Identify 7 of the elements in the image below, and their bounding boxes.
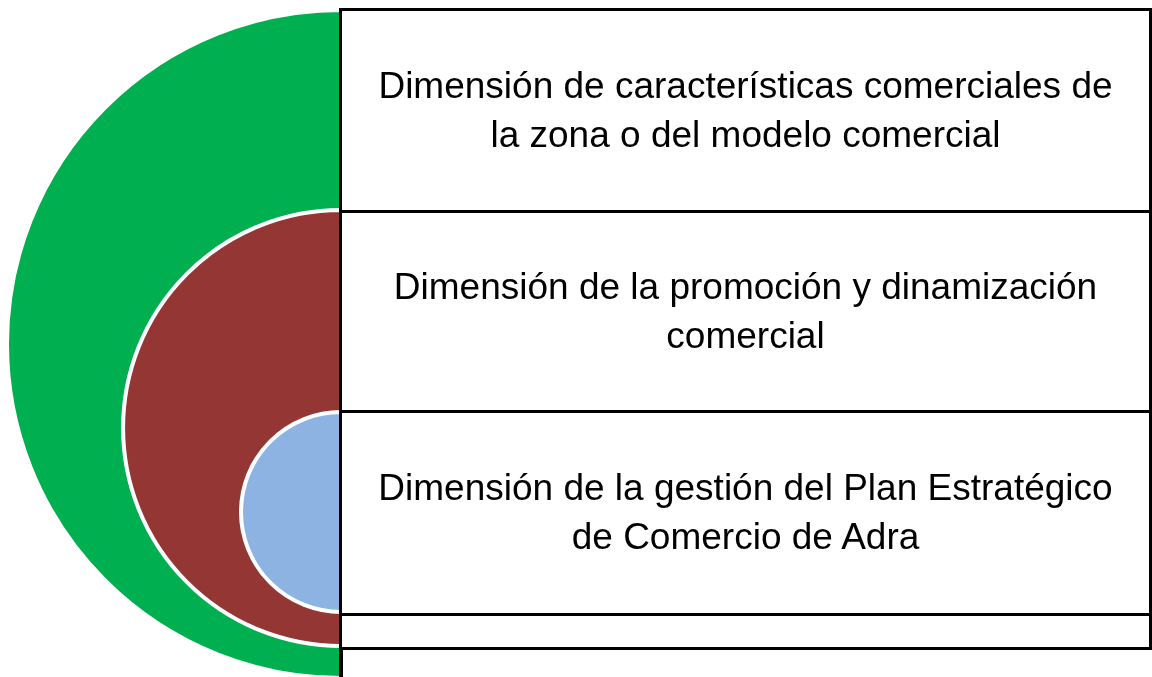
dimension-label: Dimensión de características comerciales de la zona o del modelo comercial: [377, 63, 1114, 157]
text-box: [339, 410, 1152, 616]
text-box: [339, 8, 1152, 213]
text-box: [339, 210, 1152, 413]
dimension-label: Dimensión de la promoción y dinamización comercial: [392, 264, 1099, 358]
empty-box: [339, 613, 1152, 650]
dimension-label: Dimensión de la gestión del Plan Estratégico de Comercio de Adra: [377, 466, 1114, 559]
